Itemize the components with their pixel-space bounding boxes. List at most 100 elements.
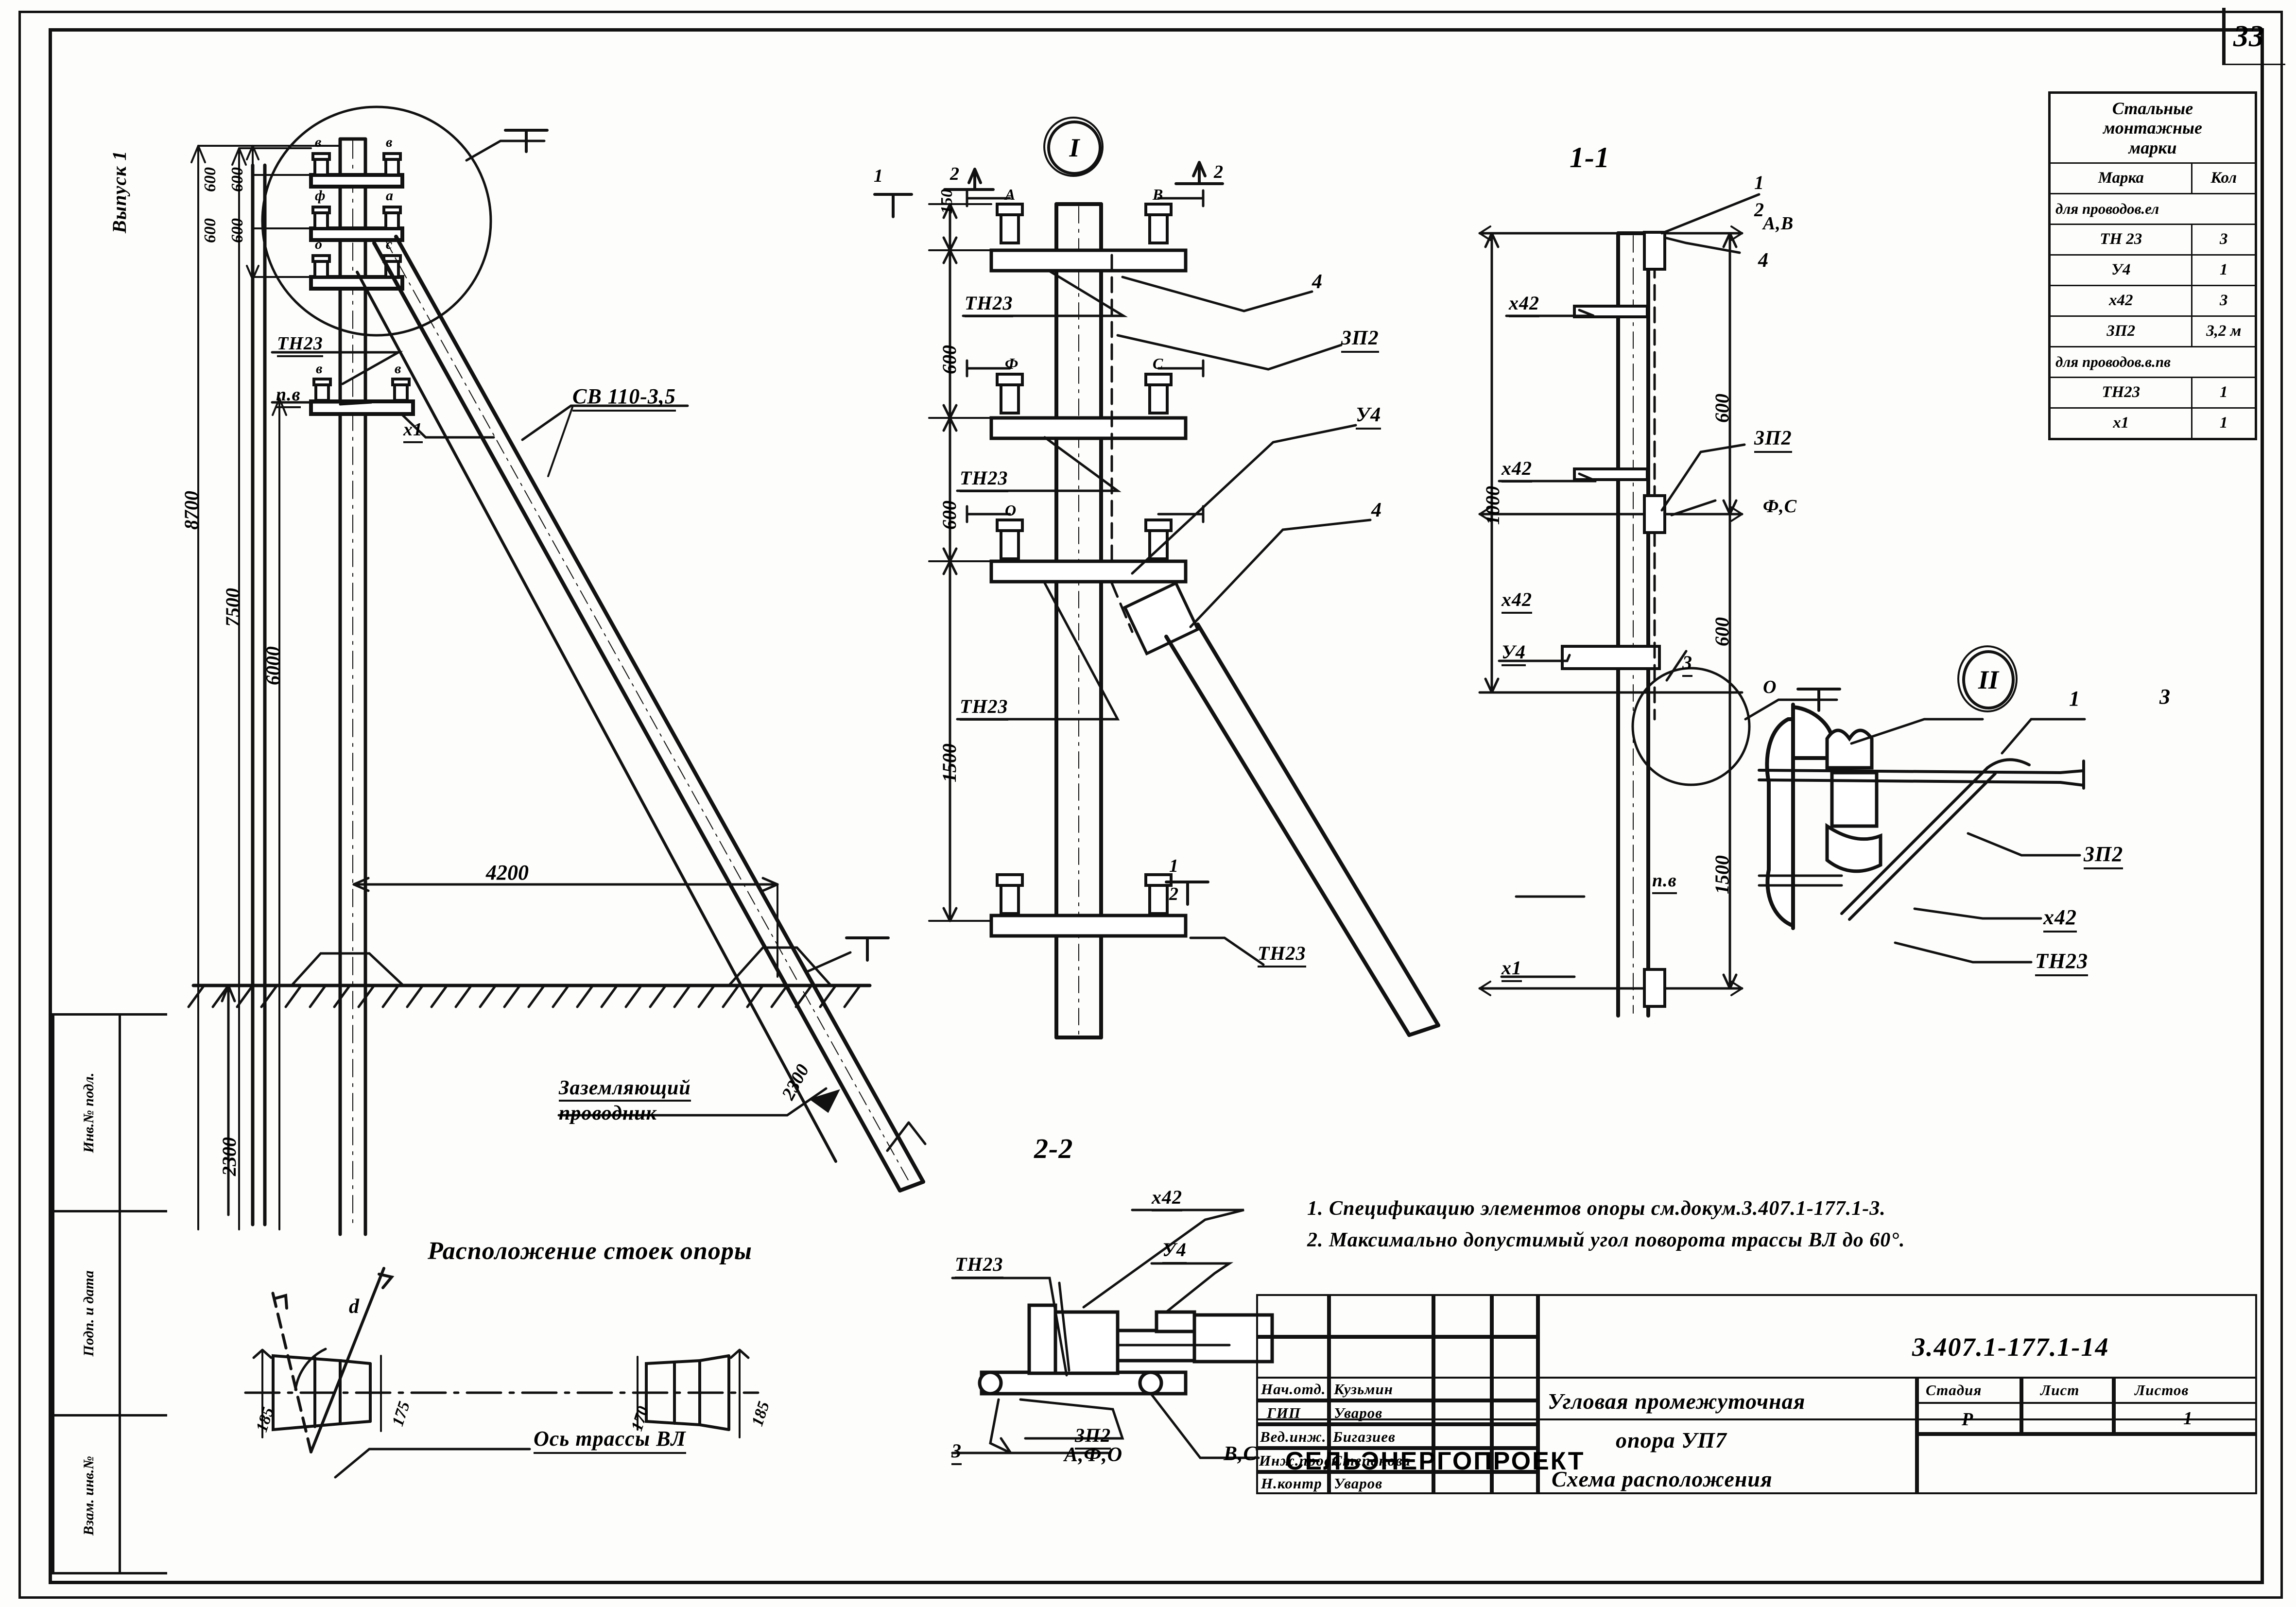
table-row: х1 1 [2048, 407, 2257, 440]
section-1-1-label-u4: У4 [1502, 640, 1526, 666]
detail-II-label-3p2: 3П2 [2084, 842, 2123, 869]
table-row: ТН 23 3 [2048, 223, 2257, 256]
dimension-600-b: 600 [228, 218, 246, 243]
marks-g0-r1-mark: У4 [2048, 254, 2193, 286]
label-ground-conductor: Заземляющий проводник [559, 1076, 691, 1125]
table-row: 3П2 3,2 м [2048, 315, 2257, 347]
sheet-inner-frame [49, 28, 2264, 1584]
label-crossarm-tn23-elev: ТН23 [277, 333, 323, 357]
title-block: 3.407.1-177.1-14 Нач.отд. Кузьмин ГИП Ув… [1256, 1285, 2257, 1494]
section-1-1-dim-1000: 1000 [1482, 486, 1503, 525]
drawing-title-line1: Угловая промежуточная [1548, 1389, 1806, 1414]
marks-group-1-caption: для проводов.в.пв [2049, 346, 2257, 378]
label-pole-mark: СВ 110-3,5 [572, 384, 676, 412]
stage-header-0: Стадия [1926, 1382, 1982, 1399]
role-3-label: Инж.проек [1259, 1452, 1340, 1469]
label-hook-x1-elev: х1 [403, 419, 423, 443]
table-row: х42 3 [2048, 284, 2257, 317]
stage-header-row [1917, 1377, 2257, 1404]
view-mark-I-outer-ring [1043, 117, 1104, 177]
marks-g0-r0-qty: 3 [2191, 223, 2257, 256]
dimension-600-c: 600 [201, 167, 219, 192]
section-1-1-label-3: 3 [1682, 651, 1692, 677]
detail-I-phase-a: А [1005, 186, 1016, 203]
margin-cell-1: Подп. и дата [54, 1212, 123, 1417]
section-1-1-title: 1-1 [1570, 141, 1610, 173]
dimension-7500: 7500 [222, 588, 243, 627]
marks-g0-r2-qty: 3 [2191, 284, 2257, 317]
section-2-2-label-u4: У4 [1162, 1238, 1187, 1264]
detail-I-dim-600-a: 600 [938, 345, 960, 374]
role-1-label: ГИП [1267, 1404, 1301, 1421]
margin-stub-0 [121, 1013, 167, 1016]
detail-I-phase-s: С [1153, 355, 1164, 372]
view-mark-II-outer-ring [1957, 645, 2018, 712]
detail-II-label-1: 1 [2069, 687, 2080, 710]
detail-I-dim-1500: 1500 [938, 743, 960, 782]
section-2-2-label-afo: А,Ф,О [1064, 1444, 1123, 1466]
pole-layout-axis-label: Ось трассы ВЛ [534, 1426, 686, 1454]
roles-row-1 [1256, 1400, 1538, 1424]
margin-cell-2-label: Взам. инв.№ [81, 1455, 97, 1536]
marks-g0-r2-mark: х42 [2048, 284, 2193, 317]
note-1: 1. Спецификацию элементов опоры см.докум… [1307, 1197, 1886, 1220]
section-1-1-dim-600-b: 600 [1711, 617, 1733, 646]
marks-table-header-row: Марка Кол [2048, 162, 2257, 194]
detail-I-phase-v: В [1153, 186, 1164, 203]
section-2-2-label-3: 3 [951, 1439, 962, 1465]
detail-I-label-4b: 4 [1371, 499, 1382, 521]
margin-cell-2: Взам. инв.№ [54, 1417, 123, 1574]
detail-II-label-x42: х42 [2043, 905, 2077, 933]
marks-header-mark: Марка [2048, 162, 2193, 194]
dimension-8700: 8700 [180, 491, 202, 530]
section-1-1-label-3p2: 3П2 [1754, 427, 1792, 453]
margin-stub-2 [121, 1414, 167, 1417]
role-4-label: Н.контр [1261, 1475, 1322, 1492]
doc-code: 3.407.1-177.1-14 [1912, 1332, 2109, 1362]
marks-g1-r0-mark: ТН23 [2048, 376, 2193, 409]
notes-block: 1. Спецификацию элементов опоры см.докум… [1307, 1193, 1905, 1256]
phase-label-elev-6: с [386, 236, 393, 252]
section-2-2-label-3p2: 3П2 [1075, 1424, 1111, 1450]
label-ground-conductor-line1: Заземляющий [559, 1076, 691, 1102]
roles-row-3 [1256, 1448, 1538, 1472]
dimension-4200: 4200 [486, 861, 529, 884]
sheet-number: 33 [2222, 8, 2285, 65]
marks-table-title-l2: монтажные [2103, 118, 2202, 138]
role-2-name: Бигазиев [1333, 1428, 1396, 1445]
detail-I-label-tn23-3: ТН23 [960, 695, 1008, 721]
roles-row-4 [1256, 1472, 1538, 1494]
margin-cell-0: Инв.№ подл. [54, 1016, 123, 1212]
phase-label-elev-5: о [315, 236, 323, 252]
roles-row-0 [1256, 1377, 1538, 1400]
role-2-label: Вед.инж. [1260, 1428, 1327, 1445]
marks-g0-r1-qty: 1 [2191, 254, 2257, 286]
pole-layout-title: Расположение стоек опоры [428, 1237, 752, 1265]
doc-code-box [1538, 1294, 2257, 1420]
role-4-name: Уваров [1334, 1475, 1383, 1492]
marks-group-0-caption-row: для проводов.ел [2049, 192, 2257, 225]
detail-I-dim-150: 150 [938, 189, 956, 214]
section-1-1-label-2: 2 [1754, 199, 1764, 221]
table-row: ТН23 1 [2048, 376, 2257, 409]
detail-I-phase-o: О [1005, 501, 1017, 519]
marks-g0-r3-qty: 3,2 м [2191, 315, 2257, 347]
revision-grid-row3 [1256, 1337, 1538, 1379]
steel-marks-table: Стальные монтажные марки Марка Кол для п… [2048, 91, 2257, 440]
role-1-name: Уваров [1334, 1404, 1383, 1421]
section-1-1-label-4: 4 [1758, 249, 1769, 272]
marks-table-title-row: Стальные монтажные марки [2049, 92, 2257, 164]
phase-label-elev-1: в [315, 134, 322, 150]
dimension-600-a: 600 [228, 167, 246, 192]
section-1-1-label-o: О [1763, 677, 1777, 697]
detail-I-label-4a: 4 [1312, 271, 1323, 293]
marks-g1-r0-qty: 1 [2191, 376, 2257, 409]
label-ground-conductor-line2: проводник [559, 1102, 657, 1125]
marks-g0-r3-mark: 3П2 [2048, 315, 2193, 347]
margin-cell-1-label: Подп. и дата [81, 1270, 97, 1356]
margin-cell-0-label: Инв.№ подл. [81, 1072, 97, 1153]
drawing-title-box [1538, 1377, 1917, 1494]
label-pin-pv-elev: п.в [276, 384, 301, 408]
section-2-2-label-x42: х42 [1152, 1186, 1182, 1211]
phase-label-elev-3: ф [315, 188, 326, 204]
